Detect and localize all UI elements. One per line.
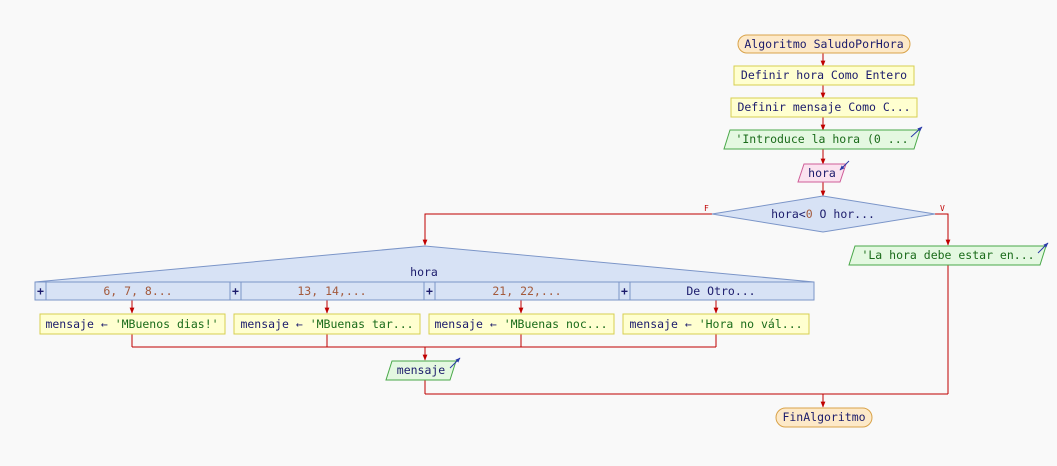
false-branch-label: F <box>704 204 709 213</box>
switch-case-3[interactable]: + 21, 22,... <box>426 284 562 298</box>
assignment-label: mensaje ← 'MBuenos dias!' <box>45 317 218 331</box>
error-output-label: 'La hora debe estar en... <box>861 248 1034 262</box>
true-branch-label: V <box>940 204 945 213</box>
add-case-icon[interactable]: + <box>426 284 433 298</box>
false-branch-line <box>422 213 712 246</box>
prompt-output[interactable]: 'Introduce la hora (0 ... <box>723 126 923 150</box>
mensaje-output-label: mensaje <box>397 363 446 377</box>
assignment-process-3[interactable]: mensaje ← 'MBuenas noc... <box>428 313 615 335</box>
switch-case-4[interactable]: + De Otro... <box>621 284 756 298</box>
assignment-process-2[interactable]: mensaje ← 'MBuenas tar... <box>233 313 421 335</box>
assignment-prefix: mensaje ← <box>434 317 503 331</box>
switch-case-1[interactable]: + 6, 7, 8... <box>37 284 173 298</box>
case-label: 6, 7, 8... <box>103 284 172 298</box>
case-label: De Otro... <box>686 284 755 298</box>
decision-label-suffix: O hor... <box>813 207 875 221</box>
mensaje-output[interactable]: mensaje <box>385 357 461 381</box>
define-hora-label: Definir hora Como Entero <box>741 68 907 82</box>
assignment-label: mensaje ← 'MBuenas tar... <box>240 317 413 331</box>
decision-label-prefix: hora< <box>771 207 806 221</box>
error-output[interactable]: 'La hora debe estar en... <box>848 242 1049 266</box>
switch-variable-label: hora <box>410 265 438 279</box>
assignment-label: mensaje ← 'MBuenas noc... <box>434 317 607 331</box>
input-arrow-icon <box>839 160 850 171</box>
end-label: FinAlgoritmo <box>782 410 865 424</box>
true-branch-line <box>935 213 951 246</box>
output-arrow-icon <box>1037 242 1049 254</box>
assignment-value: 'Hora no vál... <box>699 317 803 331</box>
assignment-process-1[interactable]: mensaje ← 'MBuenos dias!' <box>39 313 226 335</box>
assignment-prefix: mensaje ← <box>240 317 309 331</box>
decision-label: hora<0 O hor... <box>771 207 875 221</box>
output-arrow-icon <box>910 126 923 138</box>
case-label: 13, 14,... <box>297 284 366 298</box>
add-case-icon[interactable]: + <box>37 284 44 298</box>
assignment-value: 'MBuenas tar... <box>310 317 414 331</box>
define-mensaje-label: Definir mensaje Como C... <box>737 100 910 114</box>
start-terminal[interactable]: Algoritmo SaludoPorHora <box>737 34 911 54</box>
add-case-icon[interactable]: + <box>232 284 239 298</box>
switch-block[interactable]: hora <box>34 245 815 301</box>
define-mensaje-process[interactable]: Definir mensaje Como C... <box>730 97 918 118</box>
start-label: Algoritmo SaludoPorHora <box>744 37 903 51</box>
assignment-process-4[interactable]: mensaje ← 'Hora no vál... <box>622 313 810 335</box>
define-hora-process[interactable]: Definir hora Como Entero <box>733 65 915 86</box>
decision-diamond[interactable]: hora<0 O hor... <box>711 195 936 233</box>
assignment-value: 'MBuenas noc... <box>504 317 608 331</box>
end-terminal[interactable]: FinAlgoritmo <box>775 407 873 428</box>
case-label: 21, 22,... <box>492 284 561 298</box>
assignment-label: mensaje ← 'Hora no vál... <box>629 317 802 331</box>
decision-label-number: 0 <box>806 207 813 221</box>
read-hora-input[interactable]: hora <box>797 160 850 183</box>
switch-case-2[interactable]: + 13, 14,... <box>232 284 367 298</box>
assignment-prefix: mensaje ← <box>45 317 114 331</box>
read-hora-label: hora <box>808 166 836 180</box>
assignment-prefix: mensaje ← <box>629 317 698 331</box>
assignment-value: 'MBuenos dias!' <box>115 317 219 331</box>
prompt-label: 'Introduce la hora (0 ... <box>735 132 908 146</box>
output-arrow-icon <box>449 357 461 369</box>
add-case-icon[interactable]: + <box>621 284 628 298</box>
